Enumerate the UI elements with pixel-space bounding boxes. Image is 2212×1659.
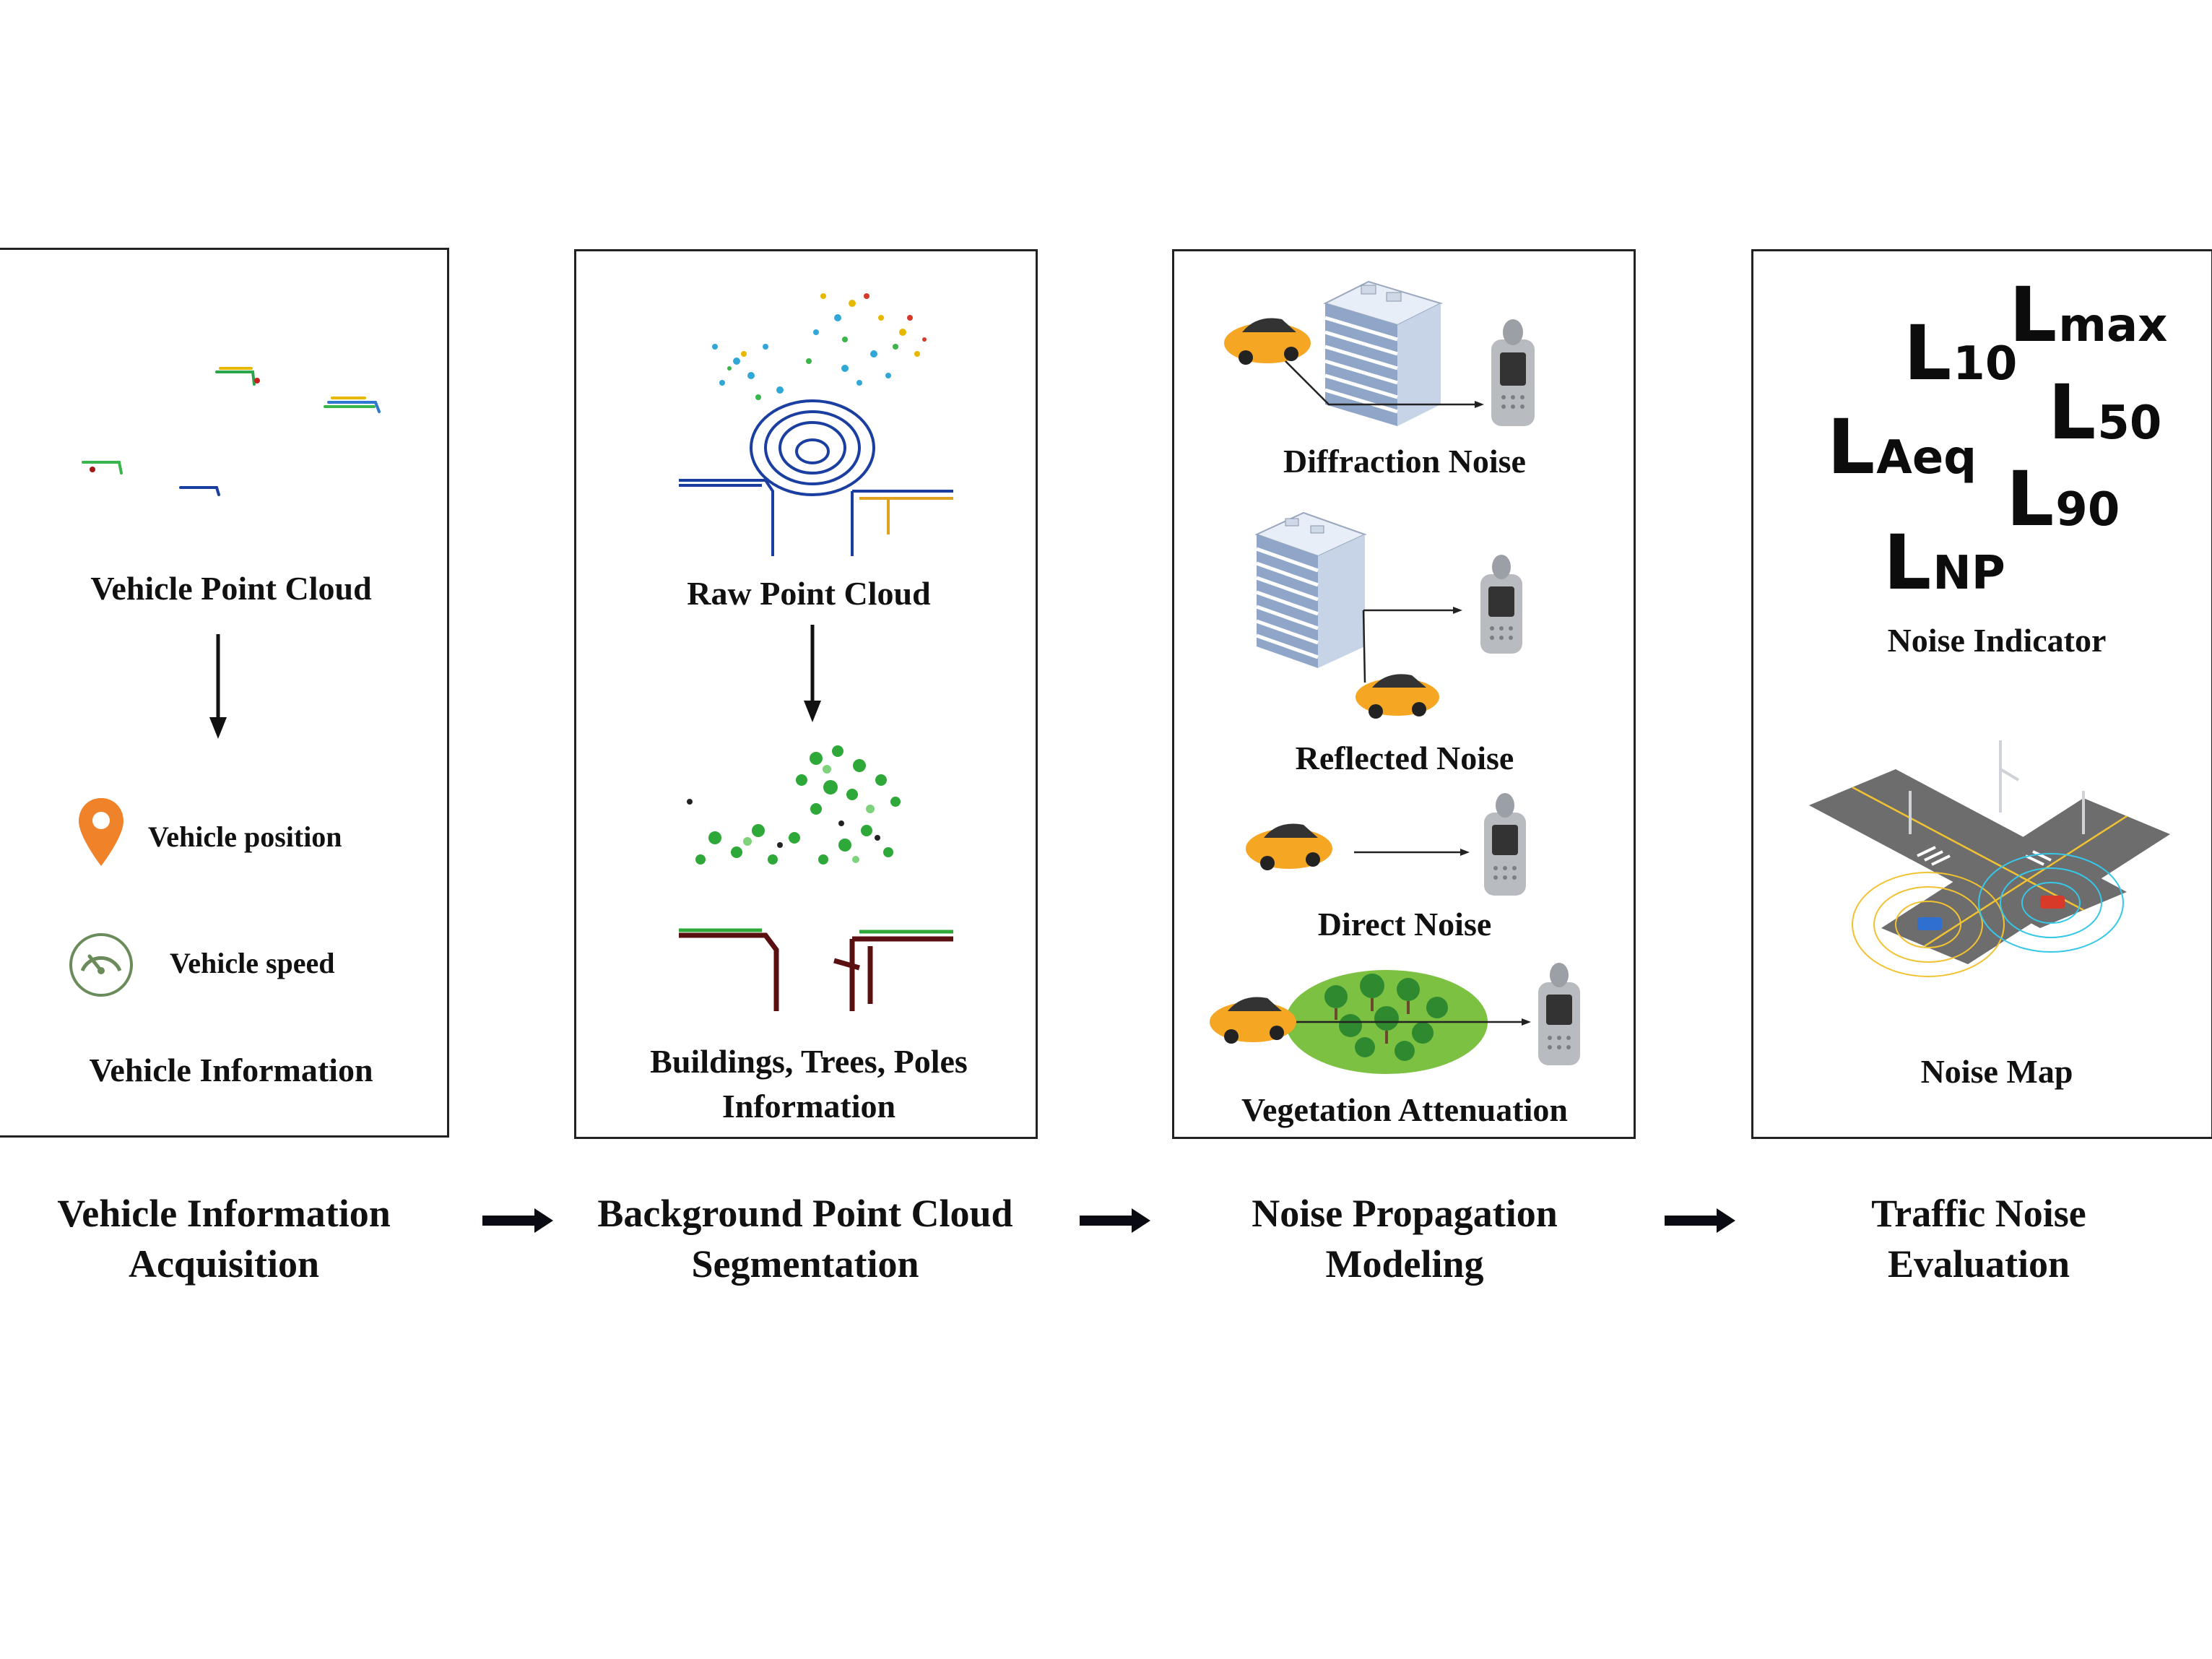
reflected-scene bbox=[1254, 511, 1522, 719]
sound-meter-icon bbox=[1538, 963, 1580, 1065]
car-icon bbox=[1246, 823, 1332, 870]
indicator-laeq: LAeq bbox=[1827, 403, 1977, 491]
down-arrow-icon bbox=[209, 634, 227, 739]
indicator-l90: L90 bbox=[2006, 455, 2120, 543]
vehicle-speed-label: Vehicle speed bbox=[170, 947, 335, 979]
vehicle-point-cloud-image bbox=[82, 367, 381, 496]
sound-meter-icon bbox=[1484, 793, 1526, 896]
vehicle-information-label: Vehicle Information bbox=[89, 1052, 373, 1088]
sound-meter-icon bbox=[1491, 319, 1535, 426]
vehicle-position-label: Vehicle position bbox=[148, 820, 342, 853]
diffraction-noise-label: Diffraction Noise bbox=[1283, 443, 1526, 480]
car-icon bbox=[1210, 997, 1296, 1044]
flow-arrow-1-icon bbox=[482, 1208, 553, 1233]
segmented-point-cloud-image bbox=[679, 745, 953, 1011]
indicator-l10: L10 bbox=[1904, 309, 2018, 397]
segmented-label-line2: Information bbox=[721, 1088, 896, 1125]
speedometer-icon bbox=[69, 933, 133, 997]
noise-map-image bbox=[1809, 740, 2170, 977]
noise-indicator-label: Noise Indicator bbox=[1887, 622, 2107, 659]
indicator-lnp: LNP bbox=[1883, 519, 2005, 607]
down-arrow-icon bbox=[804, 625, 821, 722]
segmented-label-line1: Buildings, Trees, Poles bbox=[650, 1043, 968, 1080]
reflected-noise-label: Reflected Noise bbox=[1295, 740, 1514, 776]
direct-noise-label: Direct Noise bbox=[1317, 906, 1492, 943]
raw-point-cloud-label: Raw Point Cloud bbox=[687, 575, 931, 612]
noise-map-label: Noise Map bbox=[1920, 1053, 2073, 1090]
flow-arrow-3-icon bbox=[1665, 1208, 1735, 1233]
panel-background-segmentation bbox=[574, 249, 1038, 1139]
panel-traffic-noise-evaluation bbox=[1751, 249, 2212, 1139]
car-icon bbox=[1224, 318, 1311, 365]
panel-vehicle-information bbox=[0, 248, 449, 1138]
direct-scene bbox=[1246, 793, 1526, 896]
sound-meter-icon bbox=[1480, 555, 1522, 654]
location-pin-icon bbox=[79, 798, 123, 866]
indicator-lmax: Lmax bbox=[2009, 271, 2168, 359]
vegetation-attenuation-label: Vegetation Attenuation bbox=[1241, 1091, 1568, 1128]
diffraction-scene bbox=[1224, 280, 1535, 426]
raw-point-cloud-image bbox=[679, 293, 953, 556]
vegetation-scene bbox=[1210, 963, 1580, 1074]
car-icon bbox=[1356, 674, 1439, 719]
flow-arrow-2-icon bbox=[1080, 1208, 1150, 1233]
vehicle-point-cloud-label: Vehicle Point Cloud bbox=[90, 570, 372, 607]
indicator-l50: L50 bbox=[2048, 368, 2162, 456]
